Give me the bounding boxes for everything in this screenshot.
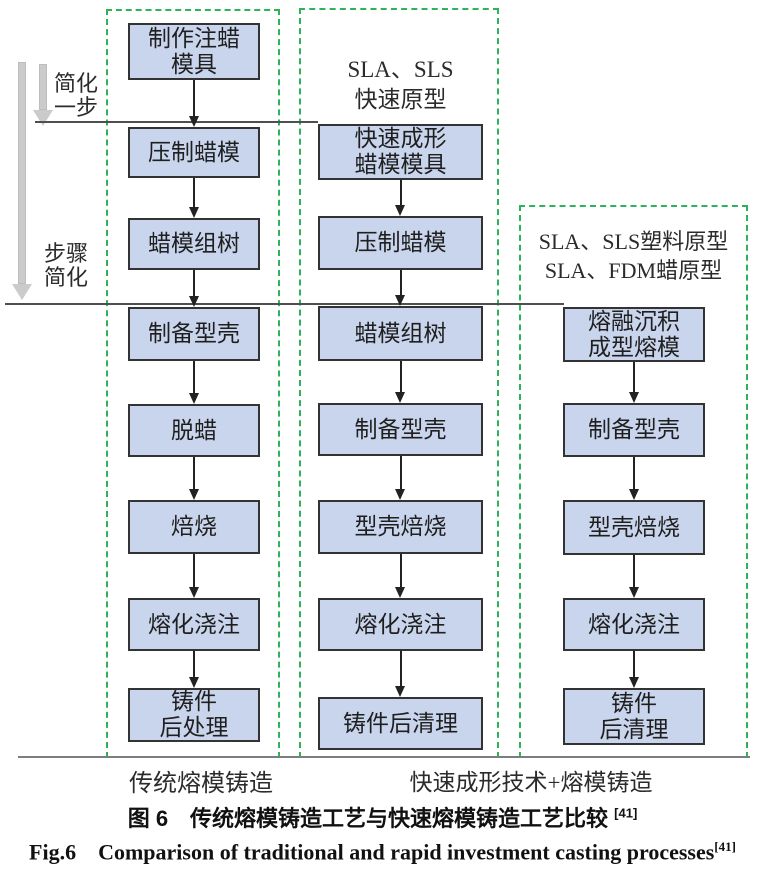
flow-arrowhead-icon [628, 677, 639, 688]
flow-box-rapid-pattern-step-5: 铸件 后清理 [563, 688, 705, 745]
annotation-steps-simplified: 步骤 简化 [43, 241, 88, 290]
flow-box-traditional-step-8: 铸件 后处理 [128, 688, 260, 742]
arrow-shaft [18, 62, 26, 284]
flow-box-rapid-pattern-step-2: 制备型壳 [563, 403, 705, 457]
flow-arrow [399, 180, 402, 206]
flow-box-rapid-wax-mold-step-3: 蜡模组树 [318, 306, 483, 361]
flow-arrowhead-icon [628, 489, 639, 500]
flow-box-traditional-step-1: 制作注蜡 模具 [128, 23, 260, 80]
flow-arrow [193, 554, 195, 588]
arrow-head-icon [12, 284, 32, 300]
flow-box-traditional-step-6: 焙烧 [128, 500, 260, 554]
flow-box-rapid-wax-mold-step-4: 制备型壳 [318, 403, 483, 456]
caption-english: Fig.6 Comparison of traditional and rapi… [0, 839, 765, 865]
flow-arrowhead-icon [395, 489, 405, 500]
flow-arrowhead-icon [395, 295, 405, 306]
flow-arrowhead-icon [395, 587, 405, 598]
flow-box-traditional-step-7: 熔化浇注 [128, 598, 260, 651]
flow-arrow [193, 457, 195, 490]
flow-arrow [193, 270, 195, 297]
footer-label-traditional: 传统熔模铸造 [129, 771, 273, 797]
flow-arrow [399, 554, 402, 588]
flow-box-rapid-wax-mold-step-6: 熔化浇注 [318, 598, 483, 651]
flow-box-rapid-pattern-step-1: 熔融沉积 成型熔模 [563, 307, 705, 362]
caption-chinese: 图 6 传统熔模铸造工艺与快速熔模铸造工艺比较 [41] [0, 801, 765, 833]
flow-arrowhead-icon [395, 205, 405, 216]
flow-arrowhead-icon [188, 207, 199, 218]
annotation-simplify-one-step: 简化 一步 [53, 71, 98, 120]
flow-arrowhead-icon [188, 489, 199, 500]
flow-arrowhead-icon [188, 296, 199, 307]
flow-arrowhead-icon [395, 392, 405, 403]
flow-arrowhead-icon [188, 116, 199, 127]
flow-arrowhead-icon [628, 587, 639, 598]
steps-simplified-down-arrow-icon [12, 62, 32, 300]
caption-english-text: Fig.6 Comparison of traditional and rapi… [29, 839, 715, 865]
flow-box-traditional-step-5: 脱蜡 [128, 404, 260, 457]
flow-arrowhead-icon [188, 393, 199, 404]
flow-box-rapid-wax-mold-step-2: 压制蜡模 [318, 216, 483, 270]
flow-box-rapid-wax-mold-step-5: 型壳焙烧 [318, 500, 483, 554]
steps-simplified-line [5, 303, 564, 305]
flow-arrowhead-icon [188, 587, 199, 598]
flow-box-traditional-step-3: 蜡模组树 [128, 218, 260, 270]
flow-arrow [193, 178, 195, 208]
flow-box-rapid-wax-mold-step-1: 快速成形 蜡模模具 [318, 124, 483, 180]
flow-arrow [633, 362, 635, 393]
caption-english-ref: [41] [714, 839, 736, 854]
caption-chinese-ref: [41] [614, 805, 638, 821]
flow-box-rapid-wax-mold-step-7: 铸件后清理 [318, 697, 483, 750]
caption-chinese-text: 图 6 传统熔模铸造工艺与快速熔模铸造工艺比较 [127, 806, 615, 831]
arrow-shaft [39, 64, 47, 110]
flow-box-traditional-step-4: 制备型壳 [128, 307, 260, 361]
flow-arrow [633, 651, 635, 678]
flow-arrow [399, 456, 402, 490]
footer-label-rapid: 快速成形技术+熔模铸造 [409, 770, 653, 795]
flow-arrow [193, 651, 195, 678]
flow-arrowhead-icon [188, 677, 199, 688]
flow-arrow [633, 457, 635, 490]
flow-box-rapid-pattern-step-4: 熔化浇注 [563, 598, 705, 651]
column-header-rapid-wax-mold: SLA、SLS 快速原型 [347, 57, 454, 112]
flow-arrow [633, 555, 635, 588]
flow-arrow [193, 361, 195, 394]
column-header-rapid-pattern: SLA、SLS塑料原型 SLA、FDM蜡原型 [538, 229, 729, 283]
flow-arrow [399, 270, 402, 296]
footer-baseline [18, 756, 750, 758]
flow-arrowhead-icon [395, 686, 405, 697]
flow-box-traditional-step-2: 压制蜡模 [128, 127, 260, 178]
flow-box-rapid-pattern-step-3: 型壳焙烧 [563, 500, 705, 555]
flow-arrow [399, 651, 402, 687]
simplify-one-step-line [35, 121, 318, 123]
flow-arrow [193, 80, 195, 117]
flow-arrow [399, 361, 402, 393]
flow-arrowhead-icon [628, 392, 639, 403]
